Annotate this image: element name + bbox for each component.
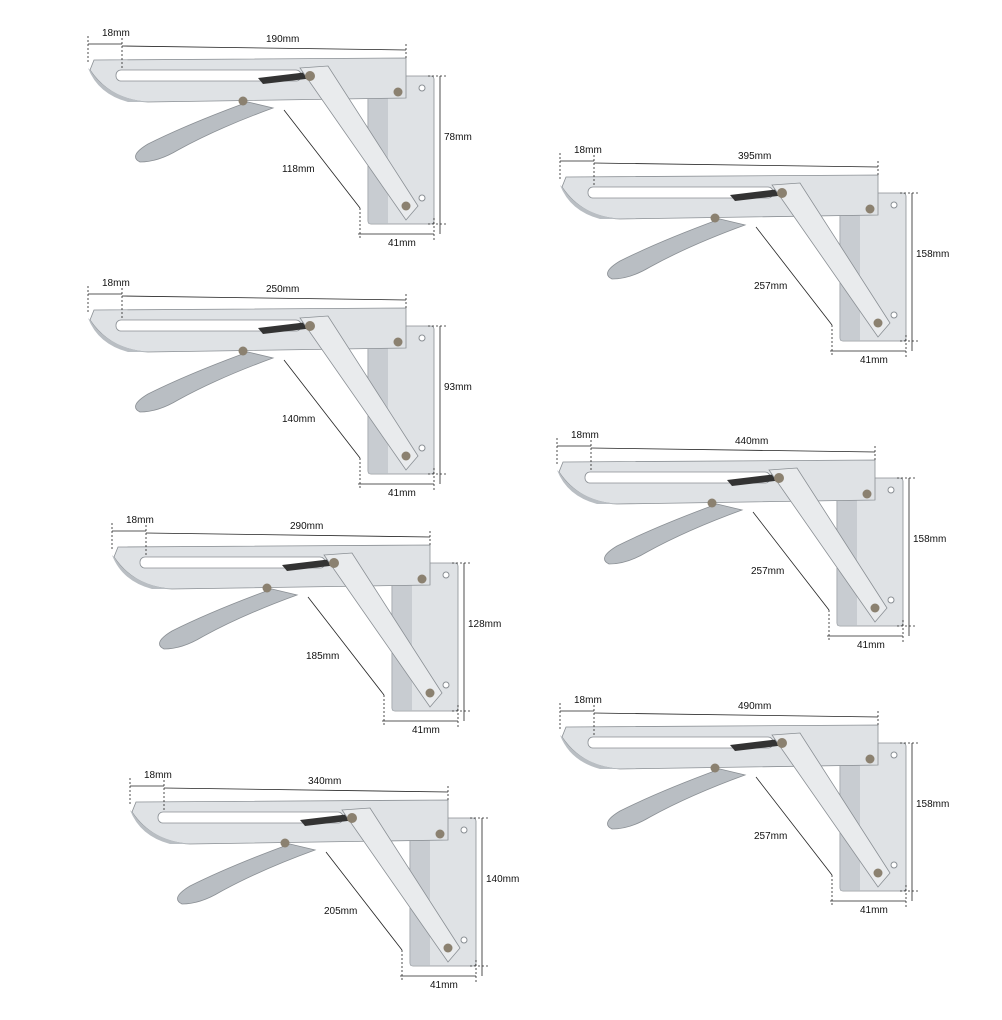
- length-dimension-label: 395mm: [738, 151, 772, 162]
- folding-bracket-250: 18mm 250mm 93mm 140mm 41mm: [87, 278, 472, 508]
- height-dimension-label: 93mm: [444, 382, 472, 393]
- length-dimension-label: 340mm: [308, 776, 342, 787]
- width-dimension-label: 41mm: [388, 238, 416, 249]
- rivet: [238, 96, 248, 106]
- width-dimension-label: 41mm: [857, 640, 885, 651]
- rivet: [873, 868, 883, 878]
- rivet: [443, 943, 453, 953]
- length-dimension-label: 190mm: [266, 34, 300, 45]
- height-dimension-label: 140mm: [486, 874, 520, 885]
- rivet: [710, 213, 720, 223]
- release-handle: [135, 351, 275, 413]
- folding-bracket-395: 18mm 395mm 158mm 257mm 41mm: [559, 145, 949, 375]
- height-dimension-label: 158mm: [916, 249, 950, 260]
- release-handle: [604, 503, 744, 565]
- bracket-drawing: [129, 778, 490, 982]
- folding-bracket-190: 18mm 190mm 78mm 118mm 41mm: [87, 28, 472, 258]
- width-dimension-label: 41mm: [860, 905, 888, 916]
- bracket-drawing: [556, 438, 917, 642]
- rivet: [238, 346, 248, 356]
- rivet: [305, 71, 315, 81]
- diagonal-strut: [299, 65, 419, 221]
- rivet: [707, 498, 717, 508]
- rivet: [393, 87, 403, 97]
- release-handle: [177, 843, 317, 905]
- rivet: [305, 321, 315, 331]
- release-handle: [135, 101, 275, 163]
- bracket-drawing: [559, 703, 920, 907]
- rivet: [280, 838, 290, 848]
- width-dimension-label: 41mm: [412, 725, 440, 736]
- offset-dimension-label: 18mm: [102, 28, 130, 39]
- rivet: [865, 204, 875, 214]
- width-dimension-label: 41mm: [860, 355, 888, 366]
- height-dimension-label: 78mm: [444, 132, 472, 143]
- strut-dimension-label: 185mm: [306, 651, 340, 662]
- strut-dimension-label: 257mm: [751, 566, 785, 577]
- folding-bracket-290: 18mm 290mm 128mm 185mm 41mm: [111, 515, 501, 745]
- width-dimension-label: 41mm: [430, 980, 458, 991]
- strut-dimension-label: 257mm: [754, 281, 788, 292]
- bracket-drawing: [559, 153, 920, 357]
- rivet: [401, 201, 411, 211]
- rivet: [435, 829, 445, 839]
- release-handle: [607, 768, 747, 830]
- rivet: [870, 603, 880, 613]
- width-dimension-label: 41mm: [388, 488, 416, 499]
- rivet: [329, 558, 339, 568]
- diagonal-strut: [768, 467, 888, 623]
- offset-dimension-label: 18mm: [126, 515, 154, 526]
- diagonal-strut: [341, 807, 461, 963]
- bracket-drawing: [111, 523, 472, 727]
- rivet: [393, 337, 403, 347]
- rivet: [710, 763, 720, 773]
- rivet: [862, 489, 872, 499]
- length-dimension-label: 250mm: [266, 284, 300, 295]
- release-handle: [159, 588, 299, 650]
- rivet: [425, 688, 435, 698]
- length-dimension-label: 290mm: [290, 521, 324, 532]
- rivet: [774, 473, 784, 483]
- folding-bracket-340: 18mm 340mm 140mm 205mm 41mm: [129, 770, 519, 1000]
- length-dimension-label: 490mm: [738, 701, 772, 712]
- bracket-drawing: [87, 286, 448, 490]
- folding-bracket-490: 18mm 490mm 158mm 257mm 41mm: [559, 695, 949, 925]
- height-dimension-label: 128mm: [468, 619, 502, 630]
- rivet: [347, 813, 357, 823]
- folding-bracket-440: 18mm 440mm 158mm 257mm 41mm: [556, 430, 946, 660]
- diagonal-strut: [771, 732, 891, 888]
- strut-dimension-label: 257mm: [754, 831, 788, 842]
- diagonal-strut: [323, 552, 443, 708]
- strut-dimension-label: 140mm: [282, 414, 316, 425]
- height-dimension-label: 158mm: [916, 799, 950, 810]
- diagonal-strut: [771, 182, 891, 338]
- offset-dimension-label: 18mm: [574, 695, 602, 706]
- rivet: [262, 583, 272, 593]
- bracket-drawing: [87, 36, 448, 240]
- rivet: [873, 318, 883, 328]
- rivet: [777, 188, 787, 198]
- strut-dimension-label: 205mm: [324, 906, 358, 917]
- offset-dimension-label: 18mm: [144, 770, 172, 781]
- length-dimension-label: 440mm: [735, 436, 769, 447]
- release-handle: [607, 218, 747, 280]
- strut-dimension-label: 118mm: [282, 164, 315, 175]
- offset-dimension-label: 18mm: [574, 145, 602, 156]
- offset-dimension-label: 18mm: [102, 278, 130, 289]
- diagonal-strut: [299, 315, 419, 471]
- rivet: [401, 451, 411, 461]
- rivet: [777, 738, 787, 748]
- offset-dimension-label: 18mm: [571, 430, 599, 441]
- rivet: [865, 754, 875, 764]
- rivet: [417, 574, 427, 584]
- height-dimension-label: 158mm: [913, 534, 947, 545]
